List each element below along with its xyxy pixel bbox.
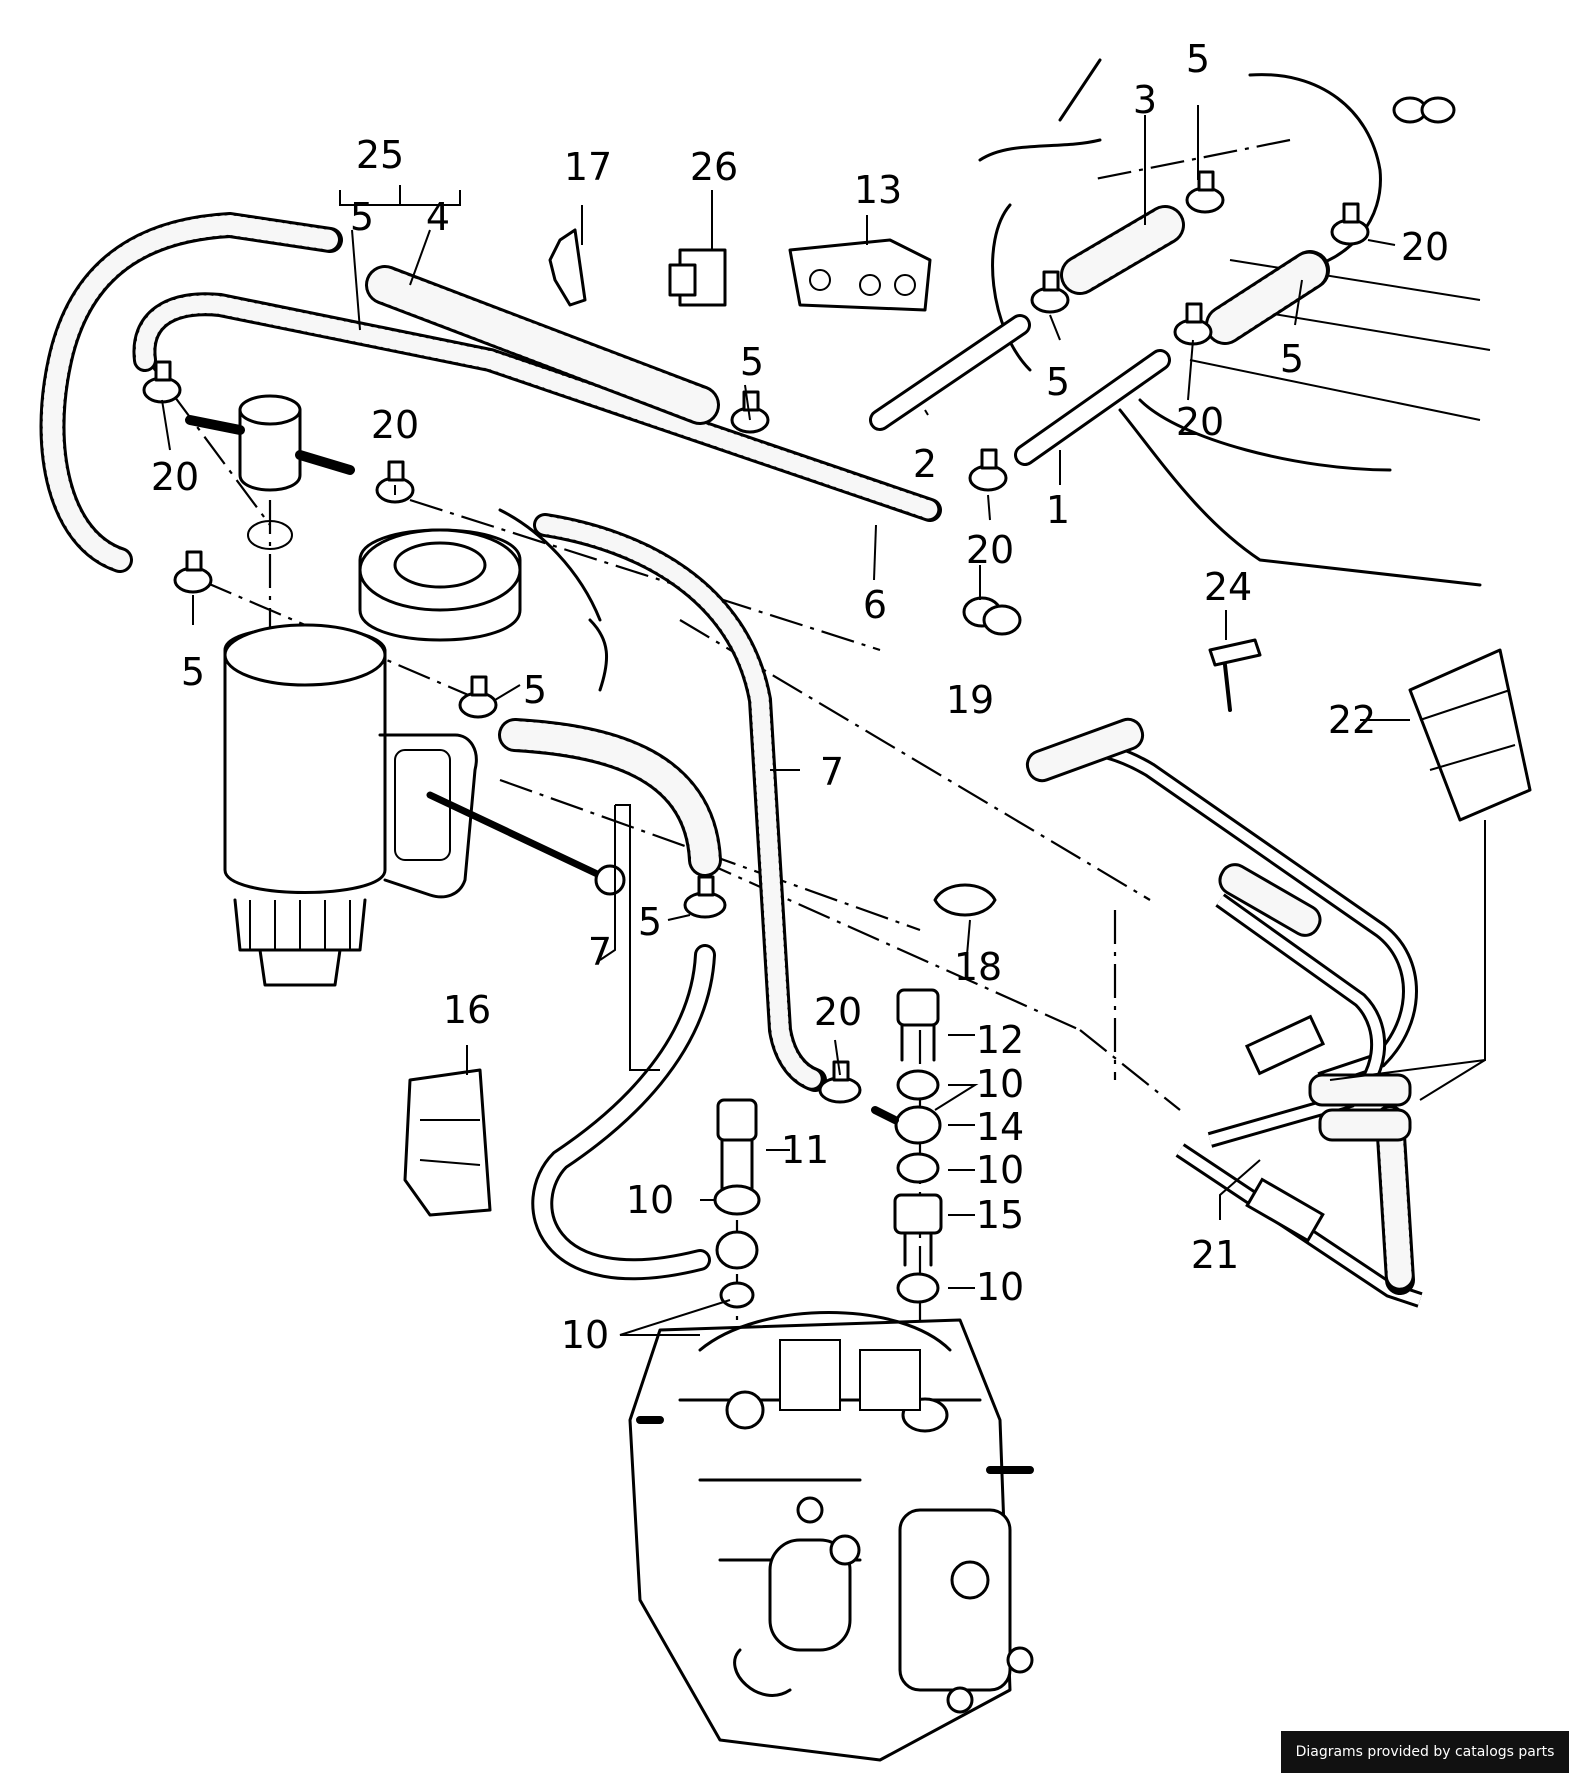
callout-7-top: 5 [350,195,374,239]
callout-8: 7 [820,750,844,794]
callout-10-l1: 10 [626,1178,674,1222]
callout-16: 16 [443,988,491,1032]
callout-14: 14 [976,1105,1024,1149]
engine-outline [498,58,1491,692]
injection-pump [628,1311,1034,1762]
leader-lines [161,105,1486,1336]
callout-20-right: 20 [1176,400,1224,444]
callout-20-lower: 20 [814,990,862,1034]
callout-5-filter: 5 [523,668,547,712]
callout-5-left: 5 [181,650,205,694]
callout-24: 24 [1204,565,1252,609]
callout-1: 1 [1046,488,1070,532]
callout-5-top-right: 5 [1186,37,1210,81]
callout-5-center: 5 [740,340,764,384]
callout-10-r1: 10 [976,1062,1024,1106]
attribution-banner: Diagrams provided by catalogs parts [1281,1731,1569,1773]
callout-10-r2: 10 [976,1148,1024,1192]
callout-20-center: 20 [966,528,1014,572]
callout-19: 19 [946,678,994,722]
callout-15: 15 [976,1193,1024,1237]
callout-10-r3: 10 [976,1265,1024,1309]
callout-26: 26 [690,145,738,189]
callout-labels: 25 5 4 17 26 13 3 5 20 5 20 5 1 2 20 6 5… [151,37,1449,1357]
callout-17: 17 [564,145,612,189]
brackets [403,228,1532,1217]
callout-12: 12 [976,1018,1024,1062]
callout-20-mid-left: 20 [371,403,419,447]
ring-cover [358,528,522,642]
callout-5-mid-right: 5 [1046,360,1070,404]
callout-18: 18 [954,945,1002,989]
callout-25: 25 [356,133,404,177]
fittings [713,988,943,1309]
callout-11: 11 [781,1128,829,1172]
hoses [39,205,1423,1308]
callout-4: 4 [426,195,450,239]
callout-9: 7 [588,930,612,974]
hose-clamps [142,96,1456,1104]
callout-6: 5 [1280,337,1304,381]
callout-13: 13 [854,168,902,212]
callout-22: 22 [1328,698,1376,742]
callout-10-l2: 10 [561,1313,609,1357]
callout-2: 2 [913,442,937,486]
callout-20-top-right: 20 [1401,225,1449,269]
callout-5-lower: 5 [638,900,662,944]
callout-20-left: 20 [151,455,199,499]
fuel-filter [185,394,626,987]
callout-7-bottom: 6 [863,583,887,627]
callout-21: 21 [1191,1233,1239,1277]
callout-3: 3 [1133,78,1157,122]
